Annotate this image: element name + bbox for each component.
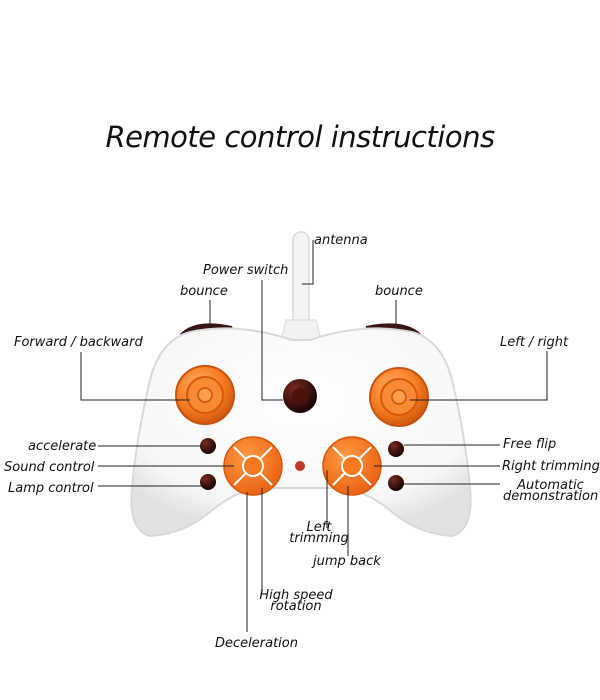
label-left-trimming: Left trimming [288, 520, 350, 546]
label-automatic-line1: Automatic [517, 478, 584, 493]
label-sound-control: Sound control [4, 460, 95, 475]
accelerate-button[interactable] [200, 438, 216, 454]
free-flip-button[interactable] [388, 441, 404, 457]
label-bounce-right: bounce [375, 284, 423, 299]
automatic-demonstration-button[interactable] [388, 475, 404, 491]
label-high-speed-rotation: High speed rotation [258, 588, 334, 614]
left-joystick[interactable] [175, 365, 235, 425]
label-lamp-control: Lamp control [8, 481, 94, 496]
left-dpad[interactable] [223, 436, 283, 496]
label-bounce-left: bounce [180, 284, 228, 299]
label-right-trimming: Right trimming [502, 459, 600, 474]
right-joystick[interactable] [369, 367, 429, 427]
indicator-led [295, 461, 305, 471]
page-title: Remote control instructions [105, 120, 495, 154]
antenna [279, 231, 323, 346]
label-forward-backward: Forward / backward [14, 335, 143, 350]
label-free-flip: Free flip [503, 437, 557, 452]
label-power-switch: Power switch [203, 263, 289, 278]
label-automatic-line2: demonstration [503, 489, 599, 504]
label-jump-back: jump back [313, 554, 381, 569]
label-left-trimming-line2: trimming [289, 531, 349, 546]
label-high-speed-line2: rotation [270, 599, 322, 614]
label-deceleration: Deceleration [215, 636, 298, 651]
leader-lines [80, 240, 548, 632]
label-high-speed-line1: High speed [259, 588, 333, 603]
label-left-trimming-line1: Left [306, 520, 332, 535]
right-dpad[interactable] [322, 436, 382, 496]
label-automatic-demonstration: Automatic demonstration [503, 478, 599, 504]
label-left-right: Left / right [500, 335, 569, 350]
label-antenna: antenna [314, 233, 368, 248]
power-switch[interactable] [283, 379, 317, 413]
sound-control-button[interactable] [200, 474, 216, 490]
label-accelerate: accelerate [28, 439, 97, 454]
controller-body [130, 327, 472, 538]
